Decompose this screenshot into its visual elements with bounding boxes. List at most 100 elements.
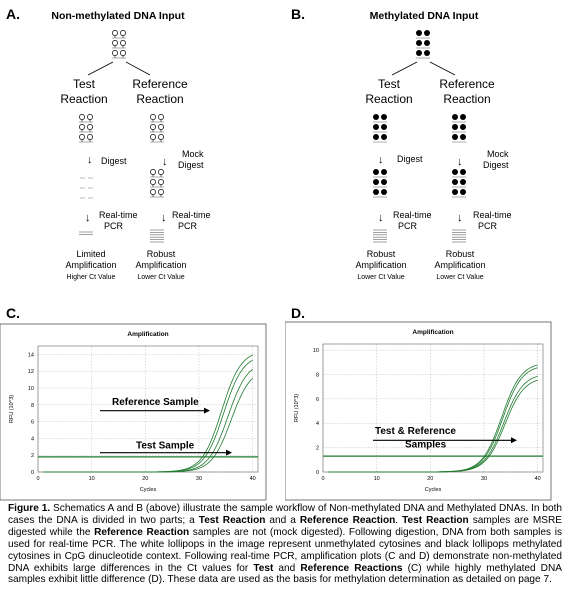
test-reaction-label: Test: [378, 77, 401, 91]
lollipop-icon: [120, 40, 126, 46]
input-dna-black-lollipops: [416, 30, 430, 59]
annotation-label: Samples: [405, 440, 447, 451]
lollipop-icon: [381, 134, 387, 140]
x-tick-label: 30: [196, 476, 202, 482]
lollipop-icon: [150, 124, 156, 130]
split-arrow-left: [391, 61, 418, 76]
chart-frame: [0, 323, 267, 501]
caption-segment: Test Reaction: [402, 514, 469, 526]
y-tick-label: 4: [31, 436, 34, 442]
test-ct-label: Lower Ct Value: [357, 274, 404, 281]
chart-title: Amplification: [412, 329, 453, 336]
y-tick-label: 0: [31, 470, 34, 476]
lollipop-icon: [373, 124, 379, 130]
ref-result-label: Robust: [446, 249, 475, 259]
y-axis-label: RFU (10^3): [294, 394, 300, 422]
lollipop-icon: [112, 30, 118, 36]
panel-b: B. Methylated DNA Input Test Reaction Re…: [285, 0, 570, 300]
lollipop-icon: [87, 124, 93, 130]
down-arrow-icon: ↓: [161, 212, 167, 224]
arrowhead-icon: [511, 437, 517, 444]
lollipop-icon: [79, 134, 85, 140]
ref-ct-label: Lower Ct Value: [137, 274, 184, 281]
annotation-label: Test Sample: [136, 440, 195, 451]
chart-frame: [284, 321, 552, 501]
lollipop-icon: [416, 50, 422, 56]
lollipop-icon: [150, 114, 156, 120]
pcr-label-2: PCR: [104, 221, 124, 231]
mock-digest-label: Digest: [178, 160, 204, 170]
lollipop-icon: [373, 169, 379, 175]
x-tick-label: 40: [535, 476, 541, 482]
lollipop-icon: [460, 169, 466, 175]
caption-segment: .: [395, 514, 403, 526]
pcr-label: Real-time: [393, 210, 432, 220]
pcr-label: Real-time: [172, 210, 211, 220]
lollipop-icon: [150, 169, 156, 175]
y-tick-label: 10: [28, 386, 34, 392]
split-arrow-right: [125, 61, 151, 76]
lollipop-icon: [150, 134, 156, 140]
test-dna-white-lollipops: [79, 114, 93, 143]
lollipop-icon: [416, 40, 422, 46]
reference-reaction-label-2: Reaction: [443, 92, 490, 106]
panel-a-label: A.: [6, 6, 20, 22]
caption-segment: (C) while highly methylated DNA samples …: [8, 562, 562, 586]
x-tick-label: 10: [89, 476, 95, 482]
caption-segment: Reference Reaction: [94, 526, 190, 538]
lollipop-icon: [460, 124, 466, 130]
caption-segment: Reference Reactions: [300, 562, 403, 574]
lollipop-icon: [158, 169, 164, 175]
lollipop-icon: [120, 30, 126, 36]
digested-dna-black-lollipops: [373, 169, 387, 198]
x-tick-label: 30: [481, 476, 487, 482]
panel-b-title: Methylated DNA Input: [370, 10, 479, 22]
test-reaction-label: Test: [73, 77, 96, 91]
robust-amplicons: [452, 229, 466, 243]
y-tick-label: 4: [316, 421, 319, 427]
y-tick-label: 6: [316, 397, 319, 403]
input-dna-white-lollipops: [112, 30, 126, 59]
lollipop-icon: [87, 114, 93, 120]
ref-result-label-2: Amplification: [135, 260, 186, 270]
pcr-label-2: PCR: [178, 221, 198, 231]
test-ct-label: Higher Ct Value: [67, 274, 116, 281]
y-tick-label: 2: [316, 446, 319, 452]
digest-label: Digest: [101, 156, 127, 166]
caption-segment: samples are MSRE digested while the: [8, 514, 563, 538]
ref-ct-label: Lower Ct Value: [436, 274, 483, 281]
lollipop-icon: [381, 124, 387, 130]
lollipop-icon: [460, 114, 466, 120]
mock-digested-dna-black-lollipops: [452, 169, 466, 198]
reference-reaction-label: Reference: [132, 77, 188, 91]
test-result-label-2: Amplification: [355, 260, 406, 270]
robust-amplicons: [373, 229, 387, 243]
lollipop-icon: [381, 189, 387, 195]
lollipop-icon: [452, 134, 458, 140]
robust-amplicons: [150, 229, 164, 243]
lollipop-icon: [112, 40, 118, 46]
x-axis-label: Cycles: [425, 487, 442, 493]
mock-label: Mock: [487, 149, 509, 159]
lollipop-icon: [460, 179, 466, 185]
y-tick-label: 8: [31, 403, 34, 409]
x-tick-label: 20: [427, 476, 433, 482]
lollipop-icon: [158, 179, 164, 185]
figure-caption: Figure 1. Schematics A and B (above) ill…: [8, 503, 562, 586]
limited-amplicons: [79, 231, 93, 235]
lollipop-icon: [150, 179, 156, 185]
y-tick-label: 12: [28, 369, 34, 375]
x-tick-label: 0: [321, 476, 324, 482]
caption-segment: Schematics A and B (above) illustrate th…: [8, 503, 562, 526]
ref-result-label-2: Amplification: [434, 260, 485, 270]
down-arrow-icon: ↓: [378, 154, 384, 166]
split-arrow-left: [87, 61, 114, 76]
y-tick-label: 0: [316, 470, 319, 476]
x-tick-label: 0: [36, 476, 39, 482]
arrowhead-icon: [204, 407, 210, 414]
lollipop-icon: [79, 114, 85, 120]
down-arrow-icon: ↓: [457, 212, 463, 224]
